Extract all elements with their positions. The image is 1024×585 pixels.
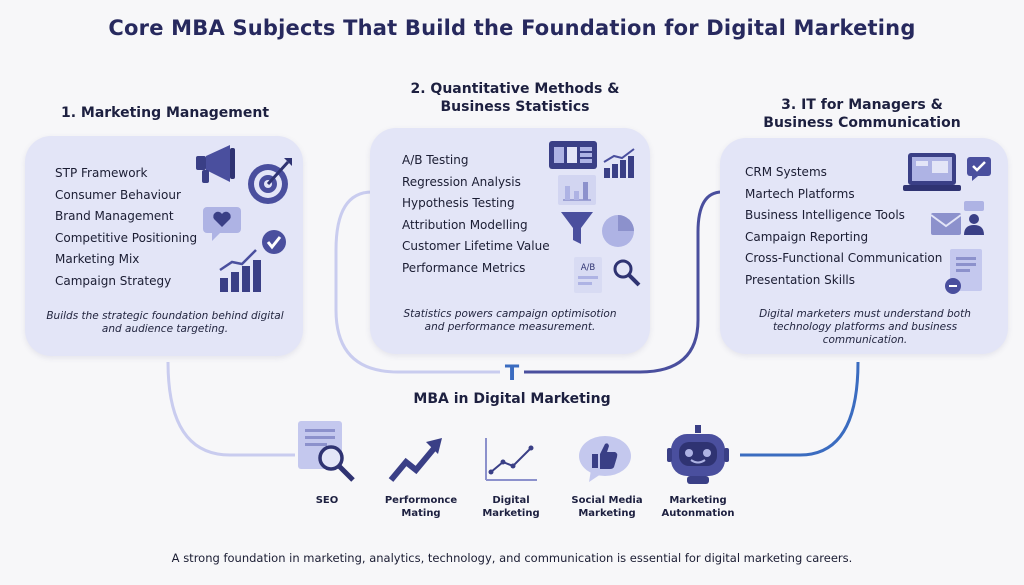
page-title: Core MBA Subjects That Build the Foundat… [108,16,916,40]
list-item: Marketing Mix [55,252,140,267]
checkmark-icon [262,230,286,254]
list-item: CRM Systems [745,165,827,179]
data-chart-icon [558,175,596,205]
bar-chart-icon [603,148,635,178]
hub-letter: T [500,361,524,385]
ab-label: A/B [581,263,596,273]
footer-text: A strong foundation in marketing, analyt… [171,551,853,565]
list-item: Campaign Strategy [55,273,172,288]
app-label-seo: SEO [315,495,339,506]
column-3-list: CRM Systems Martech Platforms Business I… [745,162,942,292]
list-item: Cross-Functional Communication [745,251,943,266]
ab-test-icon: A/B [574,257,602,293]
check-chat-icon [967,157,991,181]
column-2-heading: 2. Quantitative Methods & Business Stati… [410,81,620,115]
column-3-heading: 3. IT for Managers & Business Communicat… [763,97,961,131]
dashboard-icon [549,141,597,169]
document-icon [945,249,982,294]
list-item: STP Framework [55,166,148,180]
target-icon [248,158,292,204]
list-item: Presentation Skills [745,272,855,287]
laptop-icon [903,153,961,191]
list-item: Attribution Modelling [402,217,528,232]
pie-chart-icon [602,215,634,247]
app-label-marketing-automation: Marketing Autonmation [661,495,735,519]
connector-center-right [512,190,723,374]
connector-center-left [334,190,512,374]
column-1-heading: 1. Marketing Management [60,105,270,121]
list-item: Regression Analysis [402,174,521,189]
trend-arrow-icon [388,438,442,482]
heart-chat-icon [203,207,241,241]
list-item: Customer Lifetime Value [402,239,550,254]
column-2-note: Statistics powers campaign optimisotion … [403,308,617,333]
column-1-list: STP Framework Consumer Behaviour Brand M… [55,163,197,293]
magnifier-icon [613,259,641,287]
column-3-card [720,138,1008,354]
robot-icon [667,425,729,484]
app-label-digital-marketing: Digital Marketing [482,495,540,519]
column-3-note: Digital marketers must understand both t… [759,308,971,346]
hub-label: MBA in Digital Marketing [413,391,611,407]
thumbs-up-icon [579,436,631,482]
list-item: Brand Management [55,209,174,224]
column-2-card [370,128,650,354]
list-item: Hypothesis Testing [402,196,515,211]
list-item: A/B Testing [402,153,469,167]
connector-right [740,361,860,457]
email-icon [930,213,962,235]
list-item: Campaign Reporting [745,229,869,244]
list-item: Consumer Behaviour [55,187,181,202]
column-1-note: Builds the strategic foundation behind d… [46,310,284,335]
person-icon [964,201,984,235]
list-item: Martech Platforms [745,186,855,201]
line-graph-icon [485,438,537,481]
megaphone-icon [196,145,235,183]
list-item: Business Intelligence Tools [745,208,905,223]
column-2-list: A/B Testing Regression Analysis Hypothes… [402,150,550,280]
seo-search-icon [298,421,355,482]
list-item: Performance Metrics [402,260,526,275]
list-item: Competitive Positioning [55,230,198,245]
connector-left [166,361,295,457]
app-label-social-media: Social Media Marketing [571,495,643,519]
funnel-icon [561,212,593,244]
growth-chart-icon [219,249,261,292]
app-label-performance: Performonce Mating [384,495,458,519]
